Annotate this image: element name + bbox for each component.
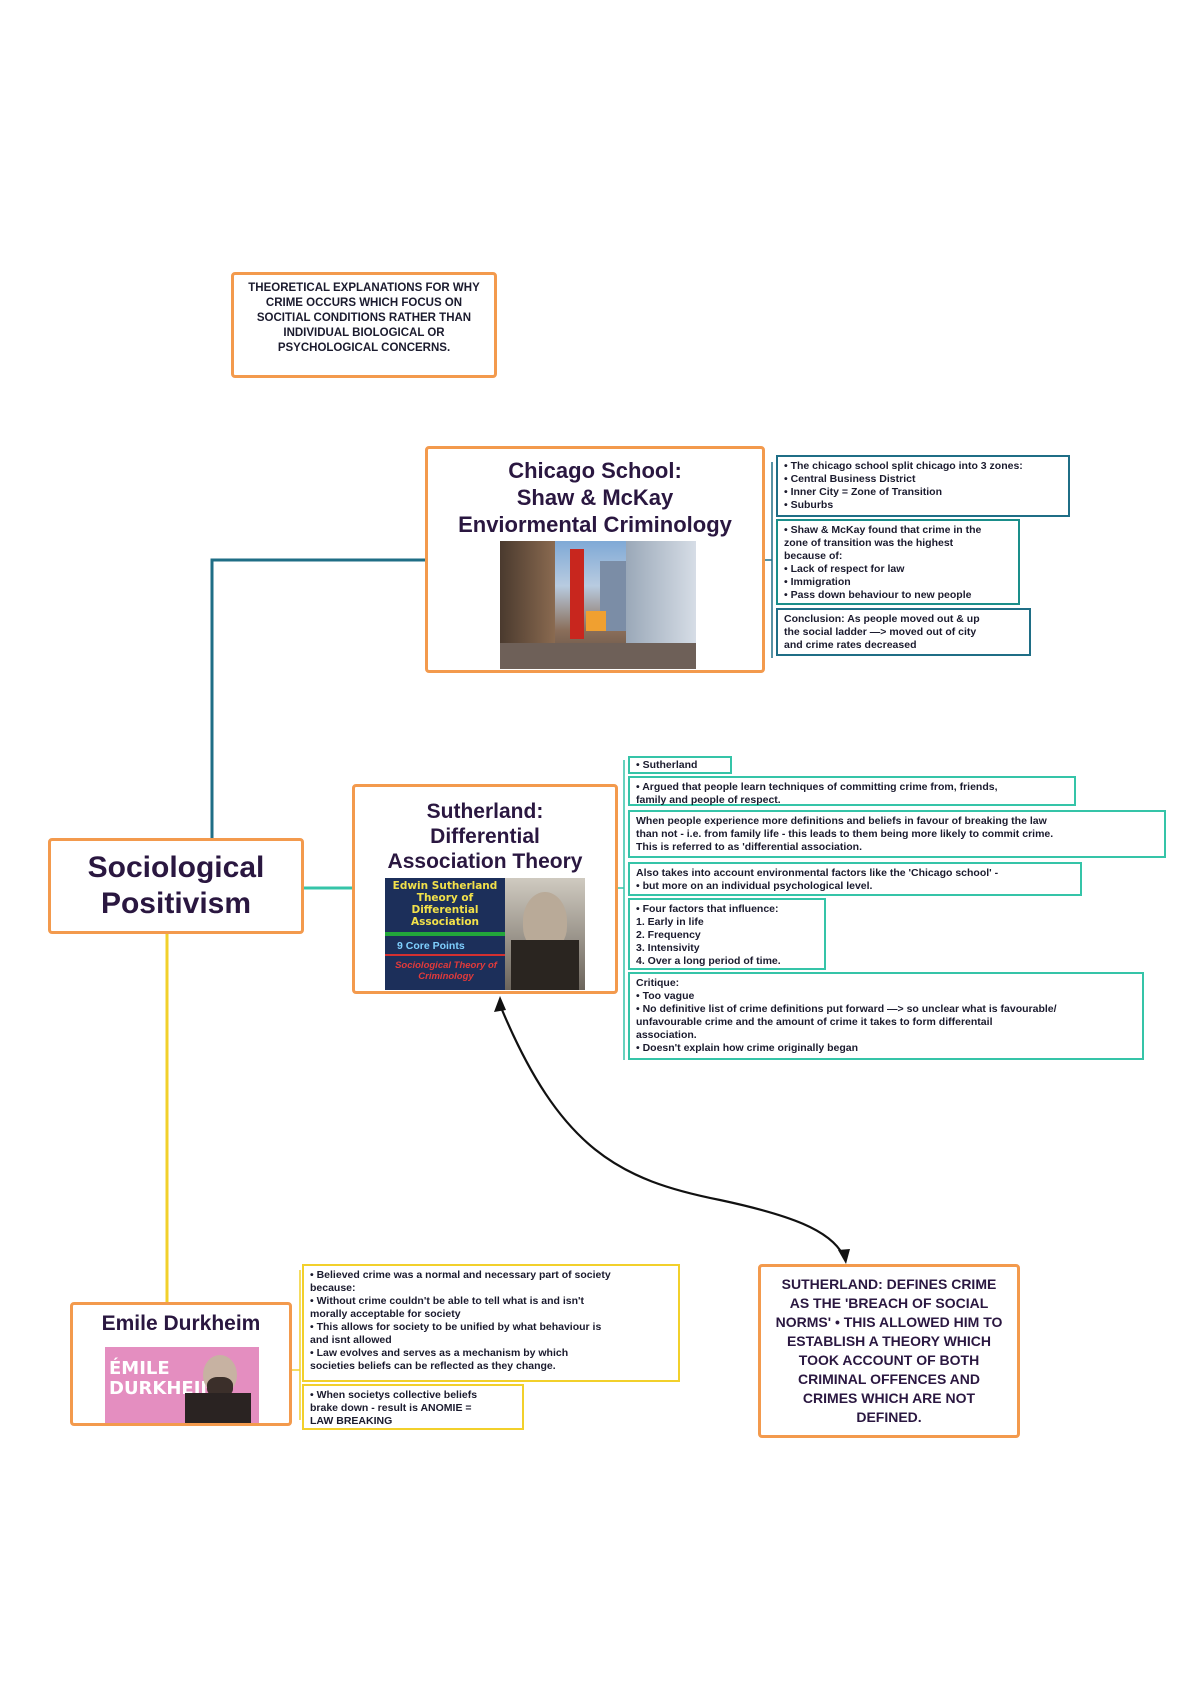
chicago-note-2-line: • Immigration [784, 576, 851, 588]
cover-line-5: 9 Core Points [397, 940, 465, 952]
sutherland-note-5-line: 2. Frequency [636, 929, 701, 941]
chicago-note-1-line: • Inner City = Zone of Transition [784, 486, 942, 498]
durkheim-note-1-line: because: [310, 1282, 356, 1294]
connector-central-chicago [210, 558, 425, 840]
arrow-head-down [838, 1249, 850, 1264]
sutherland-title-line2: Differential [430, 825, 540, 848]
intro-text: THEORETICAL EXPLANATIONS FOR WHY CRIME O… [248, 282, 480, 354]
durkheim-note-1-line: societies beliefs can be reflected as th… [310, 1360, 556, 1372]
cover-line-1: Edwin Sutherland [392, 880, 498, 892]
chicago-note-2-line: because of: [784, 550, 843, 562]
connector-durkheim-notes [292, 1270, 301, 1420]
curved-arrow [498, 1004, 844, 1256]
sutherland-cover-image: Edwin Sutherland Theory of Differential … [385, 878, 585, 990]
sutherland-note-4-line: • but more on an individual psychologica… [636, 880, 873, 892]
sutherland-note-3-line: than not - i.e. from family life - this … [636, 828, 1054, 840]
chicago-note-1-line: • The chicago school split chicago into … [784, 460, 1023, 472]
durkheim-note-1-line: morally acceptable for society [310, 1308, 461, 1320]
sutherland-critique-line: • Too vague [636, 990, 695, 1002]
durkheim-note-1-line: • Law evolves and serves as a mechanism … [310, 1347, 569, 1359]
sutherland-node[interactable]: Sutherland: Differential Association The… [352, 784, 618, 994]
connector-sutherland-notes [618, 760, 625, 1060]
chicago-note-1: • The chicago school split chicago into … [776, 455, 1070, 517]
sutherland-note-1-line: • Sutherland [636, 759, 698, 771]
chicago-note-3-line: Conclusion: As people moved out & up [784, 613, 980, 625]
chicago-title-line2: Shaw & McKay [516, 485, 674, 510]
durkheim-note-2-line: • When societys collective beliefs [310, 1389, 478, 1401]
cover-line-3: Differential [411, 904, 479, 916]
cover-line-6: Sociological Theory of [395, 960, 497, 971]
chicago-street-image [500, 541, 696, 669]
sutherland-note-4: Also takes into account environmental fa… [628, 862, 1082, 896]
intro-box: THEORETICAL EXPLANATIONS FOR WHY CRIME O… [231, 272, 497, 378]
durkheim-note-1-line: • Without crime couldn't be able to tell… [310, 1295, 585, 1307]
durkheim-portrait-image: ÉMILE DURKHEIM [105, 1347, 259, 1423]
durkheim-image-line-1: ÉMILE [109, 1358, 170, 1379]
chicago-title-line3: Enviormental Criminology [458, 512, 732, 537]
durkheim-note-2-line: LAW BREAKING [310, 1415, 393, 1427]
chicago-note-3-line: and crime rates decreased [784, 639, 917, 651]
durkheim-node[interactable]: Emile Durkheim ÉMILE DURKHEIM [70, 1302, 292, 1426]
durkheim-note-1-line: and isnt allowed [310, 1334, 392, 1346]
chicago-note-2-line: zone of transition was the highest [784, 537, 954, 549]
cover-line-7: Criminology [418, 971, 474, 982]
central-node[interactable]: Sociological Positivism [48, 838, 304, 934]
chicago-note-1-line: • Central Business District [784, 473, 916, 485]
sutherland-note-5: • Four factors that influence: 1. Early … [628, 898, 826, 970]
central-title-line2: Positivism [100, 887, 252, 920]
chicago-node[interactable]: Chicago School: Shaw & McKay Enviormenta… [425, 446, 765, 673]
sutherland-note-3-line: When people experience more definitions … [636, 815, 1047, 827]
central-title-line1: Sociological [87, 851, 265, 884]
durkheim-note-1: • Believed crime was a normal and necess… [302, 1264, 680, 1382]
durkheim-note-1-line: • Believed crime was a normal and necess… [310, 1269, 611, 1281]
sutherland-note-5-line: 1. Early in life [636, 916, 704, 928]
sutherland-note-2: • Argued that people learn techniques of… [628, 776, 1076, 806]
sutherland-note-5-line: • Four factors that influence: [636, 903, 779, 915]
sutherland-critique-line: association. [636, 1029, 697, 1041]
sutherland-note-3: When people experience more definitions … [628, 810, 1166, 858]
durkheim-note-2: • When societys collective beliefs brake… [302, 1384, 524, 1430]
sutherland-note-critique: Critique: • Too vague • No definitive li… [628, 972, 1144, 1060]
chicago-note-2-line: • Shaw & McKay found that crime in the [784, 524, 982, 536]
sutherland-critique-line: unfavourable crime and the amount of cri… [636, 1016, 993, 1028]
sutherland-title-line1: Sutherland: [426, 800, 544, 823]
connector-chicago-notes [764, 462, 773, 658]
chicago-title-line1: Chicago School: [508, 458, 682, 483]
durkheim-title: Emile Durkheim [101, 1312, 261, 1335]
durkheim-note-2-line: brake down - result is ANOMIE = [310, 1402, 472, 1414]
chicago-note-3: Conclusion: As people moved out & up the… [776, 608, 1031, 656]
sutherland-note-2-line: • Argued that people learn techniques of… [636, 781, 998, 793]
arrow-head-up [494, 996, 506, 1012]
sutherland-note-5-line: 3. Intensivity [636, 942, 700, 954]
sutherland-note-3-line: This is referred to as 'differential ass… [636, 841, 862, 853]
sutherland-note-4-line: Also takes into account environmental fa… [636, 867, 999, 879]
chicago-note-1-line: • Suburbs [784, 499, 834, 511]
cover-line-2: Theory of [416, 892, 474, 904]
sutherland-critique-line: • Doesn't explain how crime originally b… [636, 1042, 859, 1054]
sutherland-definition-text: SUTHERLAND: DEFINES CRIME AS THE 'BREACH… [775, 1276, 1003, 1425]
chicago-note-2-line: • Lack of respect for law [784, 563, 905, 575]
cover-line-4: Association [410, 916, 480, 928]
sutherland-note-5-line: 4. Over a long period of time. [636, 955, 781, 967]
chicago-note-3-line: the social ladder —> moved out of city [784, 626, 977, 638]
chicago-note-2: • Shaw & McKay found that crime in the z… [776, 519, 1020, 605]
sutherland-critique-line: • No definitive list of crime definition… [636, 1003, 1057, 1015]
sutherland-note-1: • Sutherland [628, 756, 732, 774]
sutherland-definition-box: SUTHERLAND: DEFINES CRIME AS THE 'BREACH… [758, 1264, 1020, 1438]
durkheim-note-1-line: • This allows for society to be unified … [310, 1321, 602, 1333]
sutherland-critique-line: Critique: [636, 977, 680, 989]
sutherland-note-2-line: family and people of respect. [636, 794, 781, 806]
sutherland-title-line3: Association Theory [387, 850, 583, 873]
chicago-note-2-line: • Pass down behaviour to new people [784, 589, 972, 601]
